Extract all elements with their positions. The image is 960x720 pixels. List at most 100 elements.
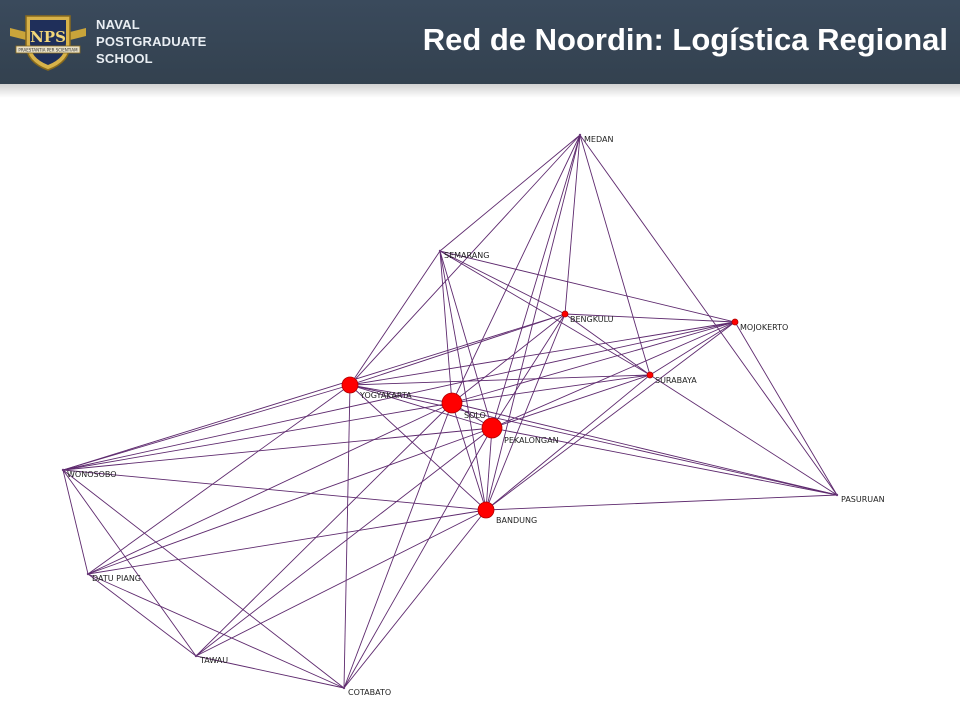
node-label: DATU PIANG <box>92 574 141 583</box>
network-edge <box>491 374 651 429</box>
network-edge <box>451 321 736 404</box>
node-label: PEKALONGAN <box>504 436 559 445</box>
network-edge <box>579 134 651 376</box>
network-edge <box>343 384 351 689</box>
network-edge <box>564 313 736 323</box>
node-marker <box>835 493 839 497</box>
node-label: MEDAN <box>584 135 613 144</box>
network-edge <box>451 402 487 511</box>
network-edge <box>649 321 736 376</box>
network-edge <box>485 427 493 511</box>
network-edge <box>579 134 838 496</box>
node-label: COTABATO <box>348 688 391 697</box>
network-edge <box>349 384 838 496</box>
network-edge <box>451 313 566 404</box>
network-edge <box>734 321 838 496</box>
node-label: WONOSOBO <box>67 470 117 479</box>
node-label: BANDUNG <box>496 516 537 525</box>
node-marker <box>477 501 495 519</box>
node-marker <box>86 572 90 576</box>
network-edge <box>485 321 736 511</box>
network-edge <box>349 384 453 404</box>
network-edge <box>485 494 838 511</box>
network-edge <box>62 469 89 575</box>
svg-text:PRAESTANTIA PER SCIENTIAM: PRAESTANTIA PER SCIENTIAM <box>18 48 78 53</box>
network-diagram: MEDAN SEMARANG BENGKULU MOJOKERTO SURABAYA YO… <box>61 133 885 697</box>
network-edge <box>87 573 345 689</box>
network-edge <box>349 321 736 386</box>
school-name: NAVAL POSTGRADUATE SCHOOL <box>96 16 207 67</box>
network-edge <box>343 402 453 689</box>
network-edge <box>439 250 453 404</box>
node-label: PASURUAN <box>841 495 885 504</box>
network-edge <box>349 250 441 386</box>
network-edge <box>62 313 566 471</box>
network-edge <box>439 250 566 315</box>
network-edge <box>649 374 838 496</box>
network-edge <box>491 134 581 429</box>
network-edge <box>62 469 487 511</box>
network-edge <box>343 427 493 689</box>
network-nodes: MEDAN SEMARANG BENGKULU MOJOKERTO SURABAYA YO… <box>61 133 885 697</box>
node-marker <box>438 249 442 253</box>
network-edge <box>62 469 345 689</box>
nps-seal-logo: NPS PRAESTANTIA PER SCIENTIAM <box>10 15 86 71</box>
network-edge <box>62 384 351 471</box>
network-edge <box>62 469 197 657</box>
network-edge <box>87 402 453 575</box>
network-edge <box>349 384 487 511</box>
node-label: YOGYAKARTA <box>359 391 412 400</box>
node-marker <box>194 654 198 658</box>
slide-header: NPS PRAESTANTIA PER SCIENTIAM NAVAL POST… <box>0 0 960 84</box>
network-edge <box>343 509 487 689</box>
network-edge <box>62 402 453 471</box>
network-edge <box>349 384 493 429</box>
node-marker <box>341 376 359 394</box>
node-label: BENGKULU <box>570 315 614 324</box>
network-edge <box>491 427 838 496</box>
node-label: TAWAU <box>199 656 228 665</box>
school-name-line: NAVAL <box>96 17 140 32</box>
network-edge <box>439 250 736 323</box>
school-name-line: POSTGRADUATE <box>96 34 207 49</box>
network-edge <box>485 313 566 511</box>
network-edge <box>349 134 581 386</box>
network-edge <box>195 427 493 657</box>
network-edge <box>87 384 351 575</box>
network-edge <box>195 655 345 689</box>
network-edge <box>491 321 736 429</box>
node-marker <box>481 417 503 439</box>
node-label: SOLO <box>464 411 486 420</box>
network-edge <box>349 374 651 386</box>
network-edge <box>439 134 581 252</box>
node-marker <box>342 686 346 690</box>
network-edge <box>485 134 581 511</box>
network-edge <box>564 134 581 315</box>
school-name-line: SCHOOL <box>96 51 153 66</box>
svg-text:NPS: NPS <box>30 28 66 46</box>
network-edge <box>87 509 487 575</box>
network-edge <box>439 250 651 376</box>
network-edge <box>62 427 493 471</box>
network-edge <box>195 509 487 657</box>
network-edge <box>87 427 493 575</box>
network-edge <box>451 374 651 404</box>
network-edge <box>491 313 566 429</box>
network-edge <box>451 402 838 496</box>
node-marker <box>561 310 569 318</box>
network-edge <box>195 402 453 657</box>
node-label: SEMARANG <box>444 251 489 260</box>
node-marker <box>441 392 463 414</box>
network-edge <box>349 313 566 386</box>
node-label: MOJOKERTO <box>740 323 788 332</box>
network-edge <box>439 250 487 511</box>
node-label: SURABAYA <box>655 376 697 385</box>
node-marker <box>646 371 654 379</box>
slide-title: Red de Noordin: Logística Regional <box>422 22 948 57</box>
network-edges <box>62 134 838 689</box>
header-shadow <box>0 84 960 98</box>
network-edge <box>87 573 197 657</box>
node-marker <box>61 468 65 472</box>
node-marker <box>731 318 739 326</box>
node-marker <box>578 133 582 137</box>
